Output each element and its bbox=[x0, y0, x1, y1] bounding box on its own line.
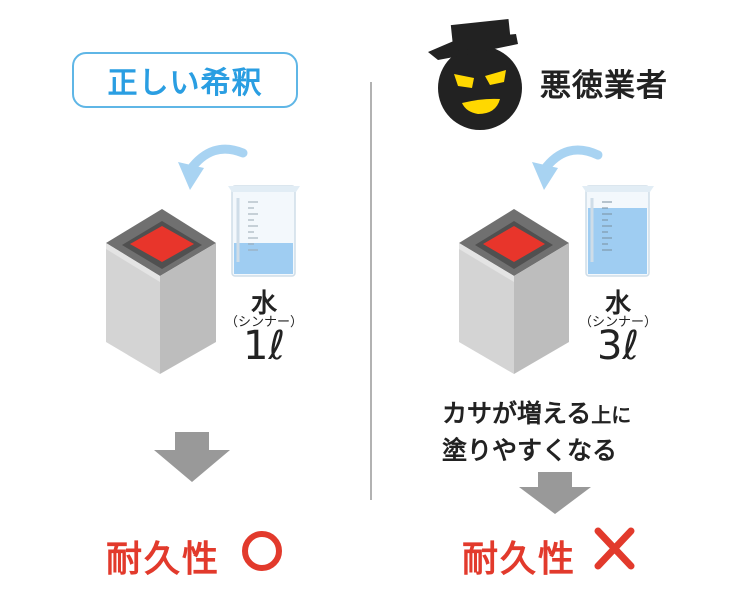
durability-label: 耐久性 bbox=[462, 539, 577, 580]
bucket-icon bbox=[106, 209, 216, 374]
liquid-sub-label: （シンナー） bbox=[224, 315, 303, 330]
beaker-icon bbox=[228, 185, 300, 277]
down-arrow-icon bbox=[154, 432, 230, 482]
curved-arrow-icon bbox=[178, 144, 248, 190]
liquid-amount: 1ℓ bbox=[243, 323, 285, 369]
warning-line-1-main: カサが増える bbox=[442, 399, 592, 428]
warning-line-1-small: 上に bbox=[591, 403, 632, 427]
bucket-icon bbox=[459, 209, 569, 374]
circle-mark bbox=[242, 531, 282, 571]
villain-icon bbox=[428, 19, 522, 130]
warning-line-1: カサが増える上に bbox=[442, 396, 631, 433]
beaker-icon bbox=[582, 185, 654, 277]
liquid-label: 水 bbox=[250, 289, 277, 319]
down-arrow-icon bbox=[519, 472, 591, 514]
correct-dilution-badge: 正しい希釈 bbox=[72, 52, 298, 108]
liquid-sub-label: （シンナー） bbox=[578, 315, 657, 330]
correct-dilution-title: 正しい希釈 bbox=[107, 66, 263, 101]
liquid-amount: 3ℓ bbox=[597, 323, 639, 369]
liquid-label: 水 bbox=[604, 289, 631, 319]
curved-arrow-icon bbox=[532, 145, 603, 190]
cross-mark bbox=[594, 527, 635, 570]
durability-label: 耐久性 bbox=[106, 539, 221, 580]
warning-line-2: 塗りやすくなる bbox=[442, 436, 618, 465]
warning-text: カサが増える上に 塗りやすくなる bbox=[442, 396, 631, 469]
bad-contractor-title: 悪徳業者 bbox=[540, 68, 668, 104]
